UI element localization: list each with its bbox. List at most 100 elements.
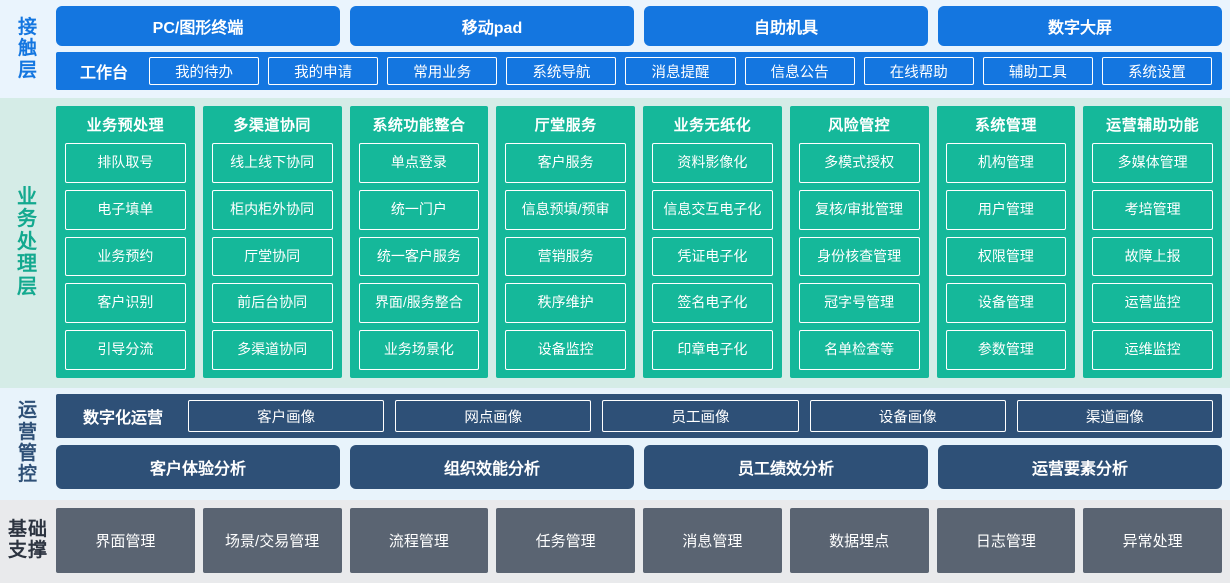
workbench-item-auxiliary-tools[interactable]: 辅助工具 (982, 57, 1093, 85)
business-column-multichannel: 多渠道协同 线上线下协同 柜内柜外协同 厅堂协同 前后台协同 多渠道协同 (202, 106, 342, 378)
business-item[interactable]: 故障上报 (1092, 236, 1213, 277)
business-item[interactable]: 统一门户 (358, 189, 480, 230)
business-item[interactable]: 秩序维护 (505, 283, 626, 324)
business-item[interactable]: 柜内柜外协同 (211, 189, 333, 230)
business-item[interactable]: 用户管理 (945, 189, 1067, 230)
business-item[interactable]: 引导分流 (65, 330, 186, 370)
business-item[interactable]: 电子填单 (65, 189, 186, 230)
business-item[interactable]: 身份核查管理 (798, 236, 920, 277)
portrait-channel[interactable]: 渠道画像 (1016, 400, 1214, 432)
business-label-char-2: 处 (17, 230, 39, 253)
business-item[interactable]: 运营监控 (1092, 283, 1213, 324)
business-item[interactable]: 营销服务 (505, 236, 626, 277)
business-item[interactable]: 厅堂协同 (211, 236, 333, 277)
business-item[interactable]: 统一客户服务 (358, 236, 480, 277)
business-column-operation-support: 运营辅助功能 多媒体管理 考培管理 故障上报 运营监控 运维监控 (1083, 106, 1222, 378)
business-item[interactable]: 凭证电子化 (652, 236, 773, 277)
portrait-device[interactable]: 设备画像 (809, 400, 1006, 432)
business-item[interactable]: 业务预约 (65, 236, 186, 277)
channel-mobile-pad[interactable]: 移动pad (350, 6, 634, 46)
business-item[interactable]: 冠字号管理 (798, 283, 920, 324)
business-item[interactable]: 信息交互电子化 (652, 189, 773, 230)
business-layer-body: 业务预处理 排队取号 电子填单 业务预约 客户识别 引导分流 多渠道协同 线上线… (56, 106, 1222, 378)
business-column-system-management: 系统管理 机构管理 用户管理 权限管理 设备管理 参数管理 (936, 106, 1076, 378)
analysis-customer-experience[interactable]: 客户体验分析 (56, 445, 340, 489)
foundation-layer-body: 界面管理 场景/交易管理 流程管理 任务管理 消息管理 数据埋点 日志管理 异常… (56, 508, 1222, 573)
business-item[interactable]: 信息预填/预审 (505, 189, 626, 230)
analysis-organizational-efficiency[interactable]: 组织效能分析 (350, 445, 634, 489)
business-item[interactable]: 签名电子化 (652, 283, 773, 324)
column-title: 业务无纸化 (673, 117, 752, 134)
portrait-branch[interactable]: 网点画像 (395, 400, 592, 432)
business-item[interactable]: 名单检查等 (798, 330, 920, 370)
business-item[interactable]: 多媒体管理 (1092, 143, 1213, 183)
column-items: 多媒体管理 考培管理 故障上报 运营监控 运维监控 (1092, 143, 1213, 370)
channel-digital-screen[interactable]: 数字大屏 (938, 6, 1222, 46)
foundation-item-scenario-transaction-management[interactable]: 场景/交易管理 (202, 508, 342, 573)
workbench-item-online-help[interactable]: 在线帮助 (863, 57, 974, 85)
workbench-item-system-navigation[interactable]: 系统导航 (506, 57, 617, 85)
business-column-risk-control: 风险管控 多模式授权 复核/审批管理 身份核查管理 冠字号管理 名单检查等 (789, 106, 929, 378)
portrait-employee[interactable]: 员工画像 (602, 400, 799, 432)
business-item[interactable]: 资料影像化 (652, 143, 773, 183)
business-item[interactable]: 参数管理 (945, 330, 1067, 370)
business-item[interactable]: 机构管理 (945, 143, 1067, 183)
analysis-employee-performance[interactable]: 员工绩效分析 (644, 445, 928, 489)
business-item[interactable]: 设备管理 (945, 283, 1067, 324)
business-item[interactable]: 单点登录 (358, 143, 480, 183)
contact-layer: 接 触 层 PC/图形终端 移动pad 自助机具 数字大屏 工作台 我的待办 我… (0, 0, 1230, 98)
business-item[interactable]: 界面/服务整合 (358, 283, 480, 324)
business-item[interactable]: 印章电子化 (652, 330, 773, 370)
foundation-item-interface-management[interactable]: 界面管理 (56, 508, 195, 573)
business-item[interactable]: 复核/审批管理 (798, 189, 920, 230)
foundation-item-message-management[interactable]: 消息管理 (643, 508, 782, 573)
business-item[interactable]: 线上线下协同 (211, 143, 333, 183)
business-item[interactable]: 排队取号 (65, 143, 186, 183)
business-item[interactable]: 多模式授权 (798, 143, 920, 183)
foundation-item-task-management[interactable]: 任务管理 (496, 508, 635, 573)
analysis-operation-factors[interactable]: 运营要素分析 (938, 445, 1222, 489)
portrait-customer[interactable]: 客户画像 (188, 400, 385, 432)
business-item[interactable]: 客户识别 (65, 283, 186, 324)
contact-layer-body: PC/图形终端 移动pad 自助机具 数字大屏 工作台 我的待办 我的申请 常用… (56, 6, 1222, 92)
foundation-item-exception-handling[interactable]: 异常处理 (1083, 508, 1222, 573)
workbench-item-my-application[interactable]: 我的申请 (268, 57, 379, 85)
foundation-item-process-management[interactable]: 流程管理 (349, 508, 489, 573)
foundation-item-log-management[interactable]: 日志管理 (936, 508, 1076, 573)
foundation-layer-label: 基础 支撑 (0, 508, 56, 573)
column-title: 系统管理 (974, 117, 1037, 134)
workbench-row: 工作台 我的待办 我的申请 常用业务 系统导航 消息提醒 信息公告 在线帮助 辅… (56, 52, 1222, 90)
column-title: 运营辅助功能 (1106, 117, 1200, 134)
business-column-paperless: 业务无纸化 资料影像化 信息交互电子化 凭证电子化 签名电子化 印章电子化 (643, 106, 782, 378)
digital-operations-label: 数字化运营 (83, 410, 164, 427)
business-item[interactable]: 权限管理 (945, 236, 1067, 277)
workbench-item-my-todo[interactable]: 我的待办 (149, 57, 260, 85)
operations-layer: 运 营 管 控 数字化运营 客户画像 网点画像 员工画像 设备画像 渠道画像 客… (0, 388, 1230, 500)
workbench-item-message-reminder[interactable]: 消息提醒 (625, 57, 736, 85)
contact-layer-label: 接 触 层 (0, 6, 56, 92)
foundation-item-data-tracking[interactable]: 数据埋点 (789, 508, 929, 573)
business-layer: 业 务 处 理 层 业务预处理 排队取号 电子填单 业务预约 客户识别 引导分流 (0, 98, 1230, 388)
business-columns: 业务预处理 排队取号 电子填单 业务预约 客户识别 引导分流 多渠道协同 线上线… (56, 106, 1222, 378)
business-item[interactable]: 考培管理 (1092, 189, 1213, 230)
column-title: 业务预处理 (86, 117, 165, 134)
operations-label-char-2: 管 (17, 443, 38, 464)
foundation-label-line-0: 基础 (7, 518, 48, 540)
business-item[interactable]: 设备监控 (505, 330, 626, 370)
business-label-char-3: 理 (17, 253, 39, 276)
operations-layer-label: 运 营 管 控 (0, 394, 56, 492)
business-item[interactable]: 前后台协同 (211, 283, 333, 324)
business-item[interactable]: 多渠道协同 (211, 330, 333, 370)
column-items: 机构管理 用户管理 权限管理 设备管理 参数管理 (945, 143, 1067, 370)
channel-self-service[interactable]: 自助机具 (644, 6, 928, 46)
foundation-items: 界面管理 场景/交易管理 流程管理 任务管理 消息管理 数据埋点 日志管理 异常… (56, 508, 1222, 573)
workbench-item-common-business[interactable]: 常用业务 (387, 57, 498, 85)
business-item[interactable]: 业务场景化 (358, 330, 480, 370)
workbench-item-system-settings[interactable]: 系统设置 (1101, 57, 1212, 85)
workbench-item-information-bulletin[interactable]: 信息公告 (744, 57, 855, 85)
business-item[interactable]: 客户服务 (505, 143, 626, 183)
business-item[interactable]: 运维监控 (1092, 330, 1213, 370)
foundation-layer: 基础 支撑 界面管理 场景/交易管理 流程管理 任务管理 消息管理 数据埋点 日… (0, 500, 1230, 583)
channel-pc[interactable]: PC/图形终端 (56, 6, 340, 46)
